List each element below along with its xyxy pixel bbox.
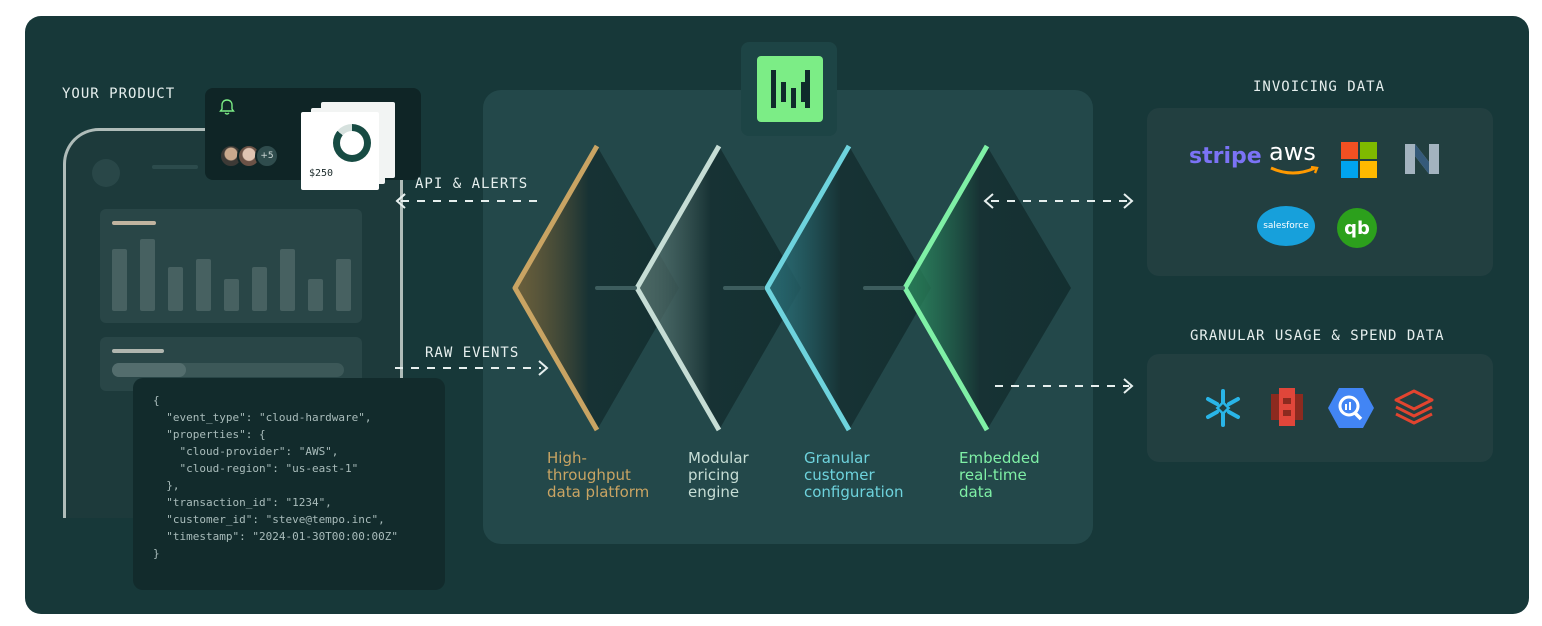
bell-icon [219, 99, 235, 115]
usage-arrow [995, 378, 1134, 394]
chart-bar [336, 259, 351, 311]
stage-diamond-1-edge [512, 144, 600, 432]
stage-label-4: Embedded real-time data [959, 449, 1040, 501]
diagram-canvas: YOUR PRODUCT [25, 16, 1529, 614]
databricks-icon [1394, 389, 1434, 425]
avatar-more-count: +5 [255, 144, 279, 168]
salesforce-logo: salesforce [1257, 206, 1315, 246]
stage-connector [723, 286, 765, 290]
brand-logo-box [741, 42, 837, 136]
chart-bar [308, 279, 323, 311]
invoicing-data-label: INVOICING DATA [1253, 79, 1386, 95]
invoicing-arrow [983, 193, 1134, 209]
chart-bar [252, 267, 267, 311]
stage-connector [863, 286, 905, 290]
stage-label-1: High- throughput data platform [547, 449, 650, 501]
chart-bar [280, 249, 295, 311]
aws-logo: aws [1269, 138, 1319, 175]
stage-label-2: Modular pricing engine [688, 449, 749, 501]
avatar-group: +5 [219, 144, 279, 168]
progress-title-placeholder [112, 349, 164, 353]
stage-diamond-3-edge [764, 144, 852, 432]
api-alerts-arrow [395, 193, 541, 209]
progress-track [112, 363, 344, 377]
stage-label-3: Granular customer configuration [804, 449, 904, 501]
raw-events-label: RAW EVENTS [425, 345, 520, 361]
invoicing-logos-card: stripe aws salesforce qb [1147, 108, 1493, 276]
stage-diamond-4 [905, 146, 1071, 430]
spend-amount: $250 [309, 168, 334, 179]
chart-title-placeholder [112, 221, 156, 225]
netsuite-icon [1405, 144, 1439, 174]
spend-card: $250 [301, 112, 379, 190]
chart-bar [140, 239, 155, 311]
your-product-label: YOUR PRODUCT [62, 86, 176, 102]
stage-connector [595, 286, 637, 290]
phone-speaker [152, 165, 198, 169]
microsoft-icon [1341, 142, 1377, 178]
quickbooks-icon: qb [1337, 208, 1377, 248]
aws-logo-text: aws [1269, 138, 1316, 166]
usage-logos-card [1147, 354, 1493, 462]
phone-camera [92, 159, 120, 187]
stripe-logo: stripe [1189, 144, 1262, 169]
raw-event-code-card: { "event_type": "cloud-hardware", "prope… [133, 378, 445, 590]
usage-data-label: GRANULAR USAGE & SPEND DATA [1190, 328, 1445, 344]
raw-events-arrow [395, 360, 549, 376]
brand-logo-icon [757, 56, 823, 122]
chart-bar [168, 267, 183, 311]
aws-smile-icon [1270, 166, 1319, 175]
bigquery-icon [1328, 388, 1374, 428]
notification-card: +5 $250 [205, 88, 421, 190]
chart-bar [112, 249, 127, 311]
donut-chart-icon [333, 124, 371, 162]
progress-fill [112, 363, 187, 377]
redshift-icon [1271, 388, 1303, 426]
usage-chart-card [100, 209, 362, 323]
api-alerts-label: API & ALERTS [415, 176, 529, 192]
snowflake-icon [1206, 389, 1240, 427]
stage-diamonds [395, 144, 1134, 432]
chart-bar [196, 259, 211, 311]
raw-event-json: { "event_type": "cloud-hardware", "prope… [153, 394, 399, 560]
chart-bar [224, 279, 239, 311]
